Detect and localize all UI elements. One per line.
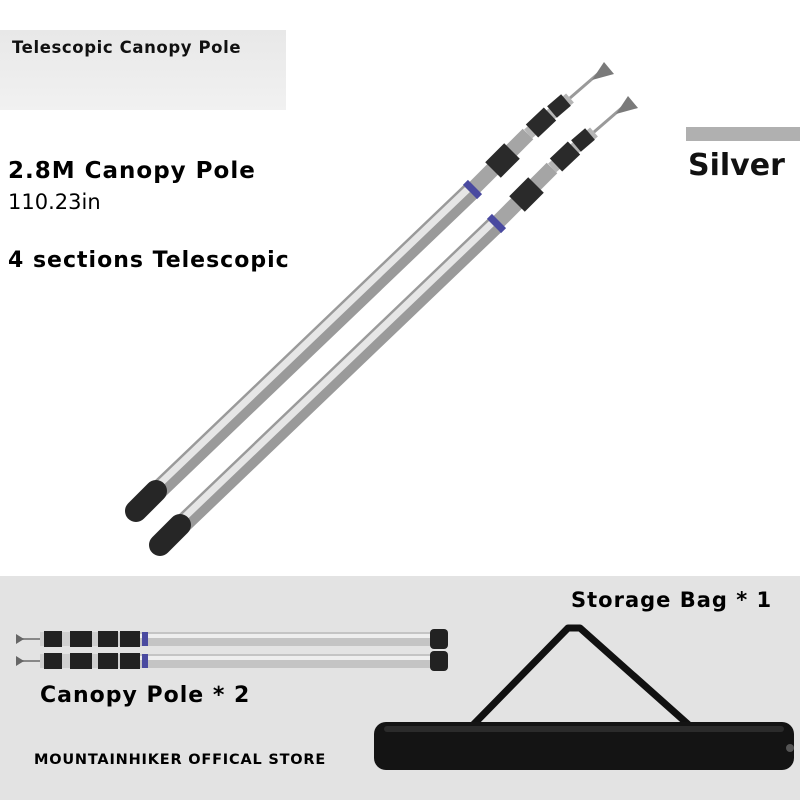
spec-length-metric: 2.8M Canopy Pole <box>8 158 256 184</box>
canopy-pole-count-label: Canopy Pole * 2 <box>40 683 251 708</box>
spec-length-imperial: 110.23in <box>8 190 101 214</box>
canopy-pole-icon <box>125 62 638 556</box>
storage-bag-icon <box>374 624 794 770</box>
storage-bag-label: Storage Bag * 1 <box>571 588 773 612</box>
package-illustration <box>16 624 794 770</box>
pole-one <box>125 62 614 522</box>
spec-sections: 4 sections Telescopic <box>8 248 290 273</box>
product-title: Telescopic Canopy Pole <box>12 38 242 57</box>
collapsed-poles <box>16 629 448 671</box>
store-name: MOUNTAINHIKER OFFICAL STORE <box>34 752 327 768</box>
pole-two <box>149 96 638 556</box>
color-label: Silver <box>688 148 785 183</box>
title-box: Telescopic Canopy Pole <box>0 30 286 110</box>
color-swatch-bar <box>686 127 800 141</box>
